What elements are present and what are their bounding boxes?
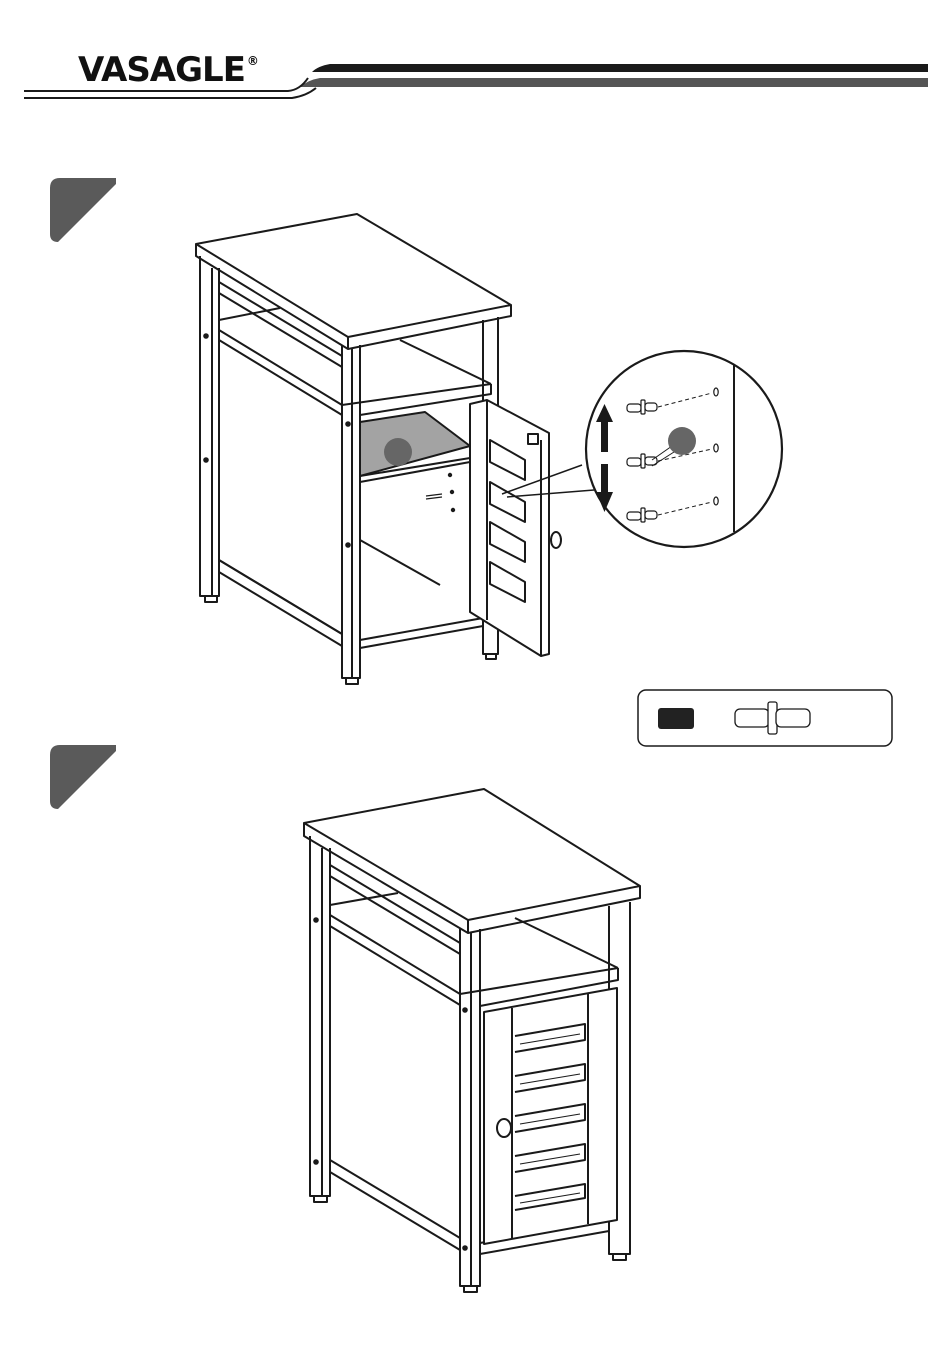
table-open-door: [196, 214, 561, 684]
step-2-badge: [50, 745, 116, 809]
peg-marker: [668, 427, 696, 455]
header-bar: [24, 64, 928, 98]
step-1-badge: [50, 178, 116, 242]
table-closed-door: [304, 789, 640, 1292]
zoom-detail: [586, 351, 782, 547]
shelf-marker: [384, 438, 412, 466]
parts-box: [638, 690, 892, 746]
